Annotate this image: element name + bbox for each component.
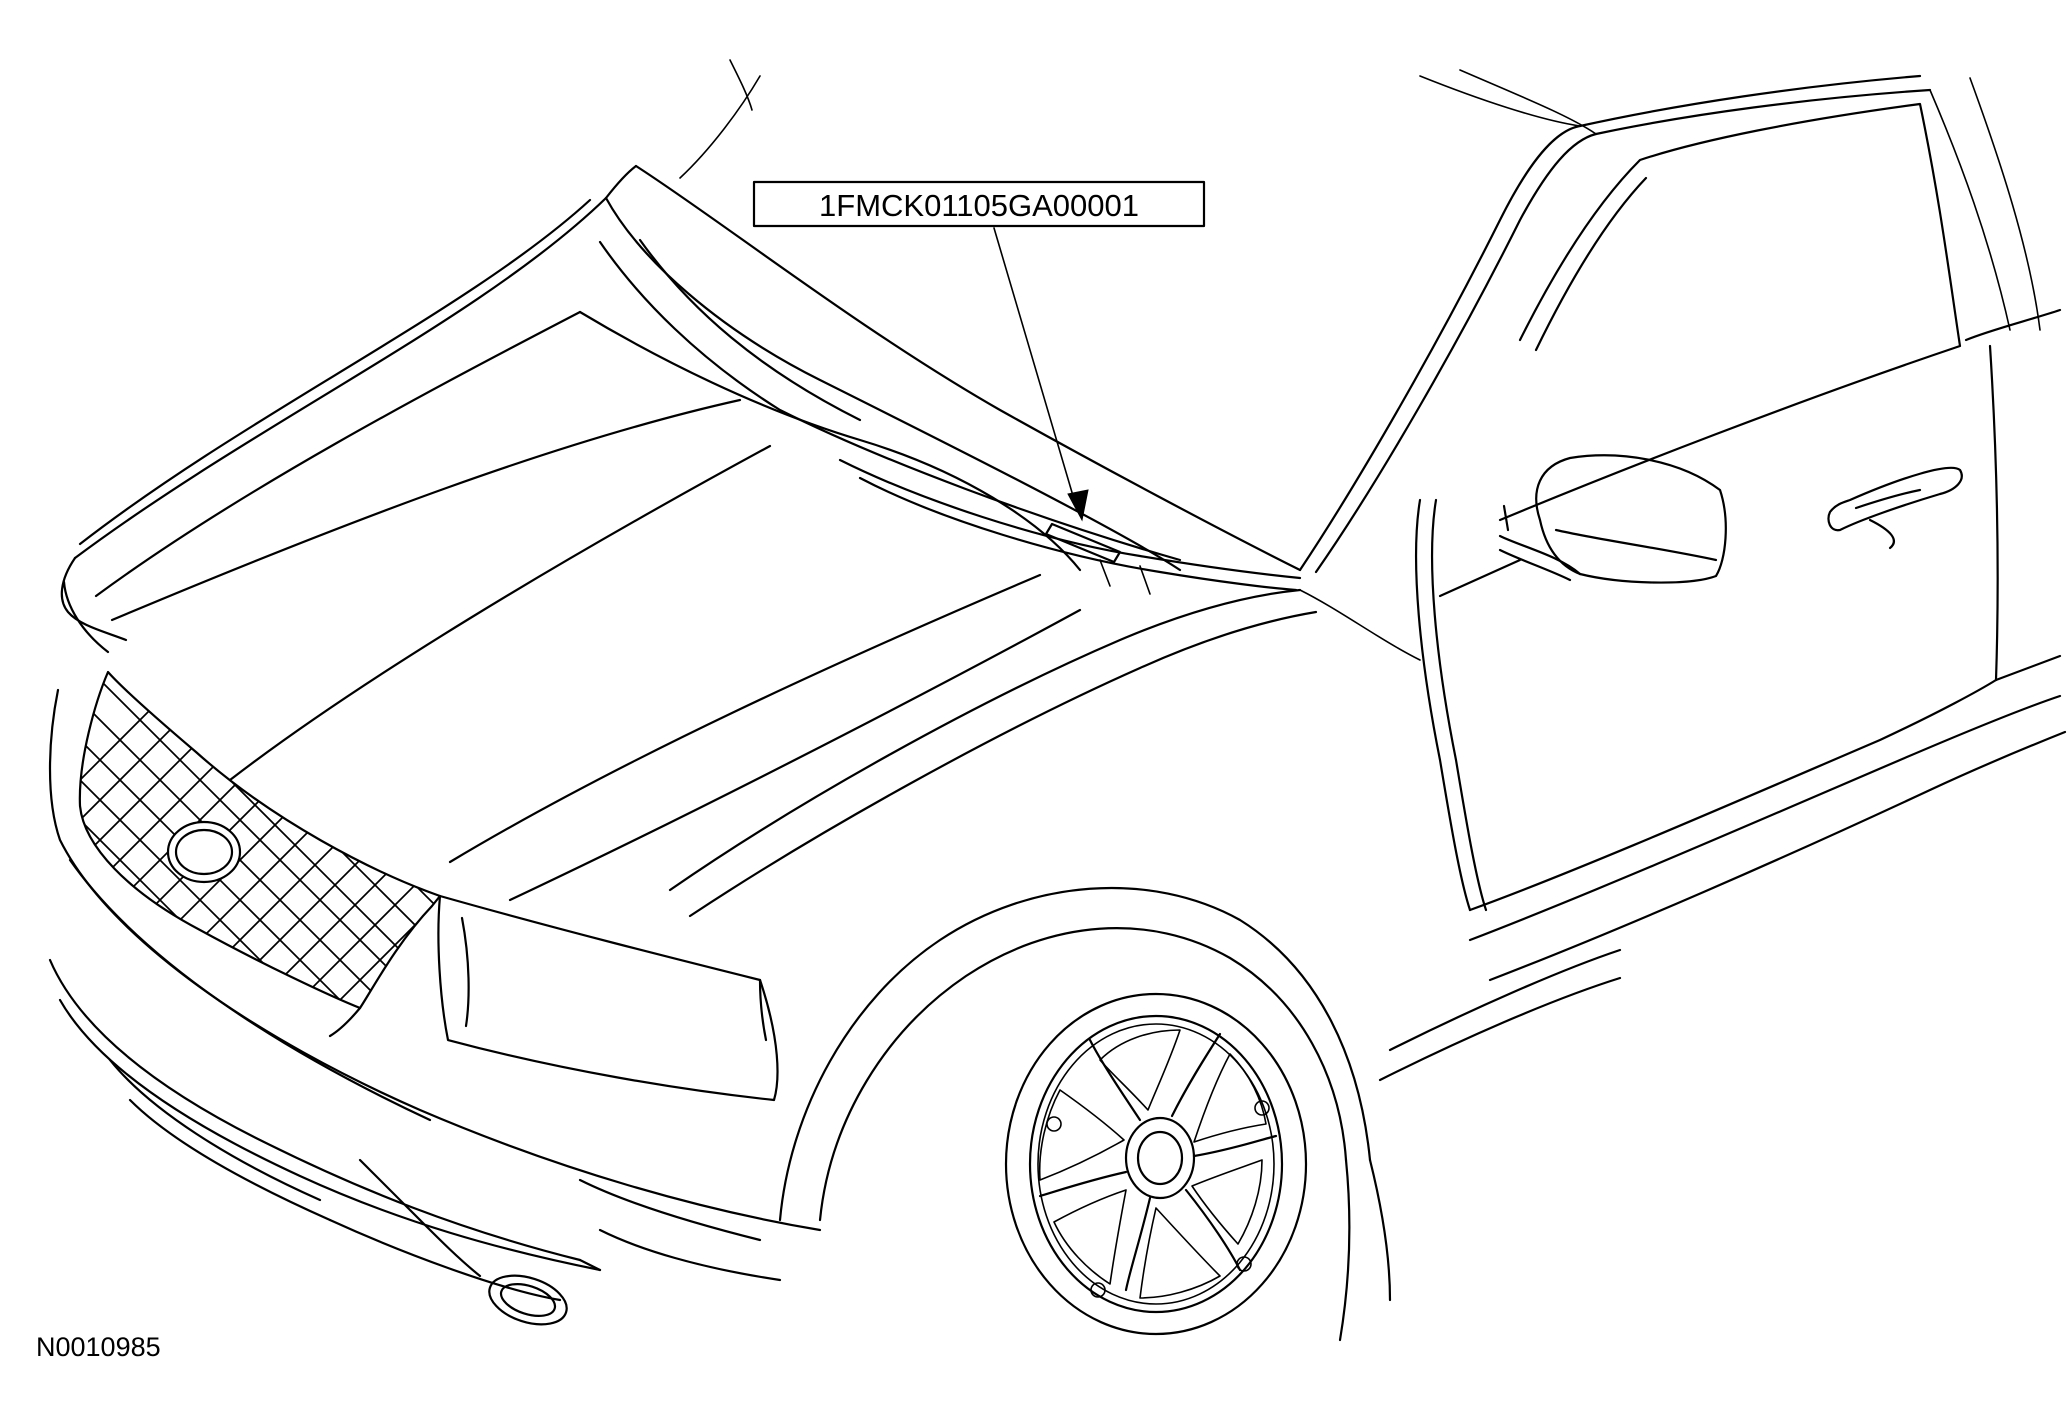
tire-outer <box>1004 992 1308 1336</box>
vin-label-text: 1FMCK01105GA00001 <box>819 188 1139 223</box>
vehicle-body <box>48 59 2067 1342</box>
callout-arrowhead <box>1067 489 1089 522</box>
hood-crease-right-2 <box>508 608 1082 902</box>
wheel-arch-inner <box>818 927 1348 1222</box>
hood-crease-right <box>448 573 1042 864</box>
door-handle <box>1827 466 1963 532</box>
fender-top-line <box>668 588 1302 892</box>
door-front-edge <box>1415 498 1472 912</box>
a-pillar-left <box>598 240 1182 562</box>
bumper-lower <box>48 958 582 1262</box>
vin-plate-location <box>1044 522 1122 564</box>
headlamp <box>437 894 779 1102</box>
hood-outer-line-2 <box>78 198 592 546</box>
hood-crease-center <box>110 398 742 622</box>
hood-inner-edge <box>94 310 582 598</box>
windshield-bottom <box>604 196 1182 572</box>
windshield-top <box>634 164 1302 572</box>
hood-crease-left <box>228 444 772 782</box>
hood-nose <box>60 556 128 642</box>
grille-mesh <box>79 672 440 1008</box>
hood-outer-line <box>73 164 638 560</box>
vin-callout: 1FMCK01105GA00001 <box>752 180 1206 564</box>
front-wheel <box>1004 992 1308 1336</box>
roof-line <box>1578 74 1922 128</box>
hood-rear-edge <box>578 310 1082 572</box>
cowl-strip <box>838 458 1302 580</box>
figure-reference-number: N0010985 <box>36 1332 161 1362</box>
grille-emblem <box>166 820 242 884</box>
fog-lamp <box>488 1274 568 1326</box>
wheel-arch-outer <box>778 886 1372 1222</box>
door-window <box>1498 102 1962 522</box>
front-door-outline <box>1468 678 1998 912</box>
grille <box>78 670 442 1038</box>
vin-label-box <box>752 180 1206 228</box>
rim-outer <box>1028 1014 1284 1314</box>
callout-leader-line <box>993 227 1077 507</box>
wheel-hub <box>1124 1116 1196 1200</box>
a-pillar-right <box>1298 124 1582 572</box>
